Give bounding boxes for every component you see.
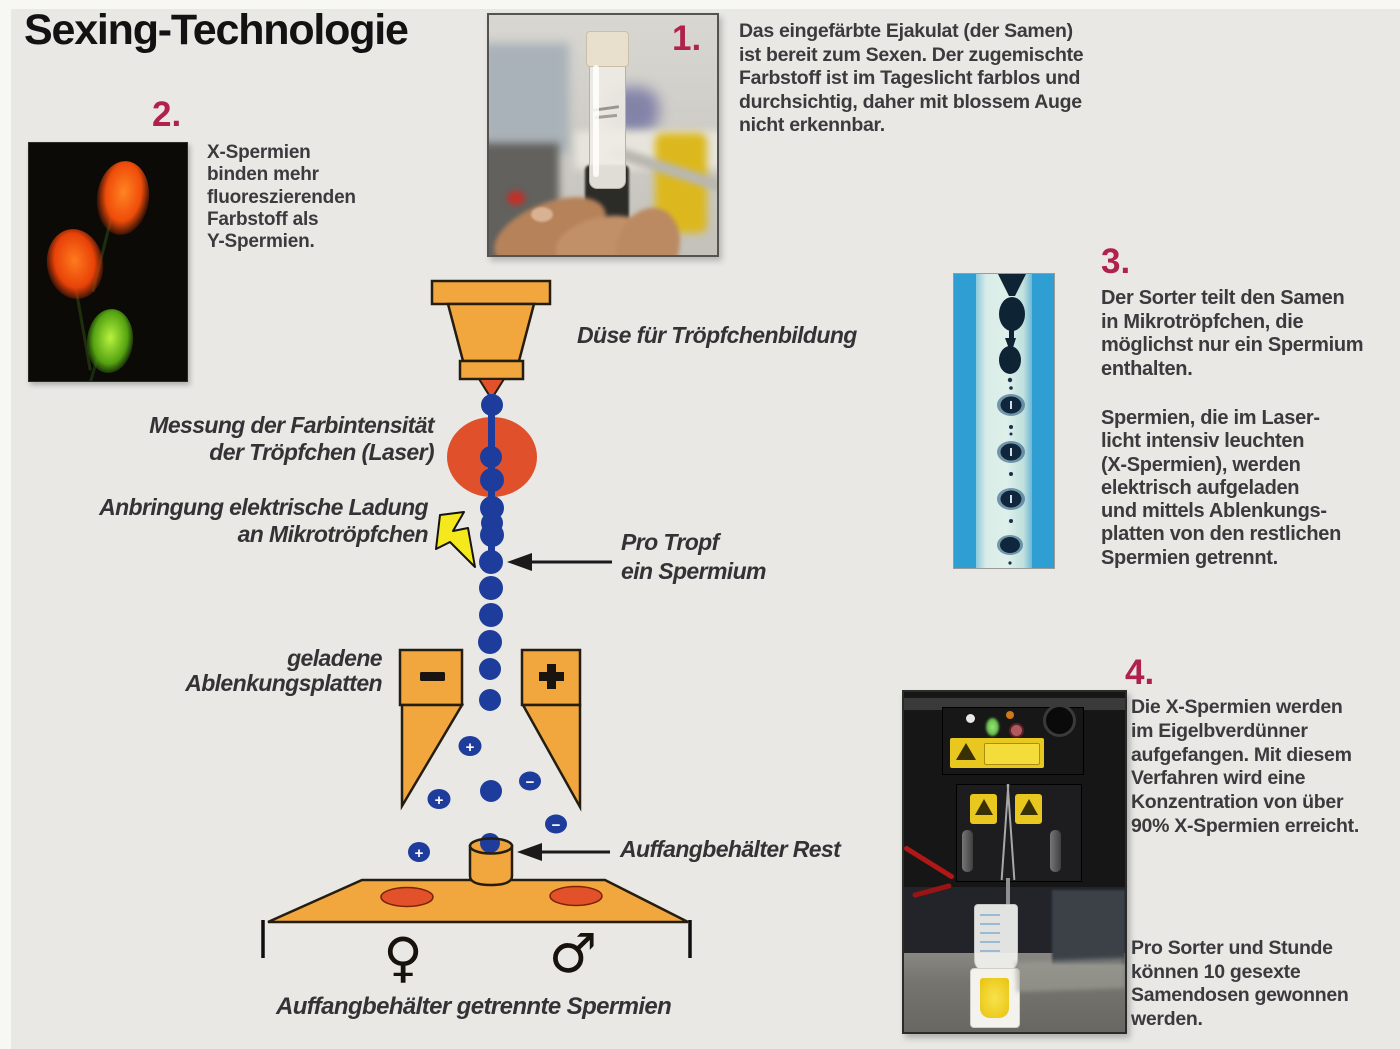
fingernail — [531, 207, 553, 222]
droplet-plus-label: + — [435, 792, 444, 809]
warning-triangle-icon-right — [1020, 799, 1038, 815]
photo-fluorescent-sperm — [28, 142, 188, 382]
lab-monitor — [489, 43, 569, 153]
label-pro-tropf: Pro Tropf ein Spermium — [621, 529, 767, 584]
nozzle-tip — [477, 378, 506, 401]
label-electric-charge: Anbringung elektrische Ladung an Mikrotr… — [99, 494, 429, 547]
section-4-text-b: Pro Sorter und Stunde können 10 gesexte … — [1131, 937, 1349, 1030]
step-number-3: 3. — [1101, 242, 1131, 281]
deflection-plates — [398, 648, 582, 812]
male-collection-port — [549, 885, 603, 907]
rail-right — [1050, 830, 1061, 872]
page-title: Sexing-Technologie — [24, 6, 409, 54]
sticker-blank-field — [984, 743, 1040, 765]
positive-plate — [520, 648, 582, 707]
female-symbol: ♀ — [383, 926, 423, 989]
plus-sign-icon — [539, 664, 564, 689]
collection-rod — [1006, 878, 1010, 906]
photo-ejaculate-sample — [487, 13, 719, 257]
arrowhead-rest — [517, 843, 542, 861]
male-symbol: ♂ — [548, 922, 598, 985]
label-deflection-plates: geladene Ablenkungsplatten — [185, 645, 382, 696]
waste-container — [468, 833, 514, 887]
tube-graduations — [980, 914, 1000, 958]
droplet-breakup-shapes — [997, 274, 1026, 565]
section-3-text-a: Der Sorter teilt den Samen in Mikrotröpf… — [1101, 287, 1364, 380]
minus-sign-icon — [420, 672, 445, 681]
positive-plate-taper — [520, 703, 582, 812]
droplet-plus-label: + — [466, 739, 475, 756]
droplet-minus-label: − — [552, 817, 561, 834]
label-nozzle: Düse für Tröpfchenbildung — [577, 322, 857, 348]
photo-microdroplet-stream — [953, 273, 1055, 569]
label-separated-containers: Auffangbehälter getrennte Spermien — [276, 993, 672, 1020]
y-sperm-green — [83, 306, 137, 376]
rail-left — [962, 830, 973, 872]
page-edge-left — [0, 0, 11, 1049]
annotation-arrows — [530, 560, 612, 854]
red-indicator-blur — [507, 191, 525, 205]
section-1-text: Das eingefärbte Ejakulat (der Samen) ist… — [739, 20, 1084, 137]
page-edge-top — [0, 0, 1400, 9]
x-sperm-red — [92, 158, 154, 238]
step-number-2: 2. — [152, 95, 182, 134]
collection-platform — [267, 878, 689, 924]
droplet-nozzle — [430, 279, 552, 381]
warning-triangle-icon — [956, 743, 976, 760]
label-waste-container: Auffangbehälter Rest — [620, 836, 841, 862]
uncharged-droplet — [480, 833, 500, 853]
negative-plate — [398, 648, 464, 707]
indicator-red — [1009, 723, 1024, 738]
section-3-text-b: Spermien, die im Laser- licht intensiv l… — [1101, 407, 1342, 569]
sample-tube-cap — [586, 31, 629, 67]
label-laser-measurement: Messung der Farbintensität der Tröpfchen… — [149, 412, 434, 465]
step-number-4: 4. — [1125, 653, 1155, 692]
control-knob — [1043, 704, 1076, 737]
negative-plate-taper — [400, 703, 465, 811]
section-2-text: X-Spermien binden mehr fluoreszierenden … — [207, 142, 356, 253]
red-cable — [904, 845, 955, 880]
droplet-plus-label: + — [415, 845, 424, 862]
laser-spot — [447, 417, 537, 497]
indicator-white — [966, 714, 975, 723]
charged-droplets: + + + − − — [408, 736, 567, 862]
arrowhead-pro-tropf — [507, 553, 532, 571]
tray-reflection — [1015, 958, 1125, 992]
machine-side-panel — [1052, 890, 1125, 964]
droplet-minus-label: − — [526, 774, 535, 791]
step-number-1: 1. — [672, 19, 702, 58]
female-collection-port — [380, 886, 434, 908]
tube-highlight — [593, 65, 599, 177]
indicator-green — [986, 718, 999, 736]
photo-sorter-machine — [902, 690, 1127, 1034]
droplet-stream — [478, 394, 504, 802]
x-sperm-red-2 — [41, 225, 109, 303]
indicator-orange — [1006, 711, 1014, 719]
sample-yellow — [980, 978, 1009, 1018]
warning-triangle-icon-left — [975, 799, 993, 815]
section-4-text-a: Die X-Spermien werden im Eigelbverdünner… — [1131, 696, 1359, 837]
electric-charge-bolt-icon — [435, 511, 476, 568]
